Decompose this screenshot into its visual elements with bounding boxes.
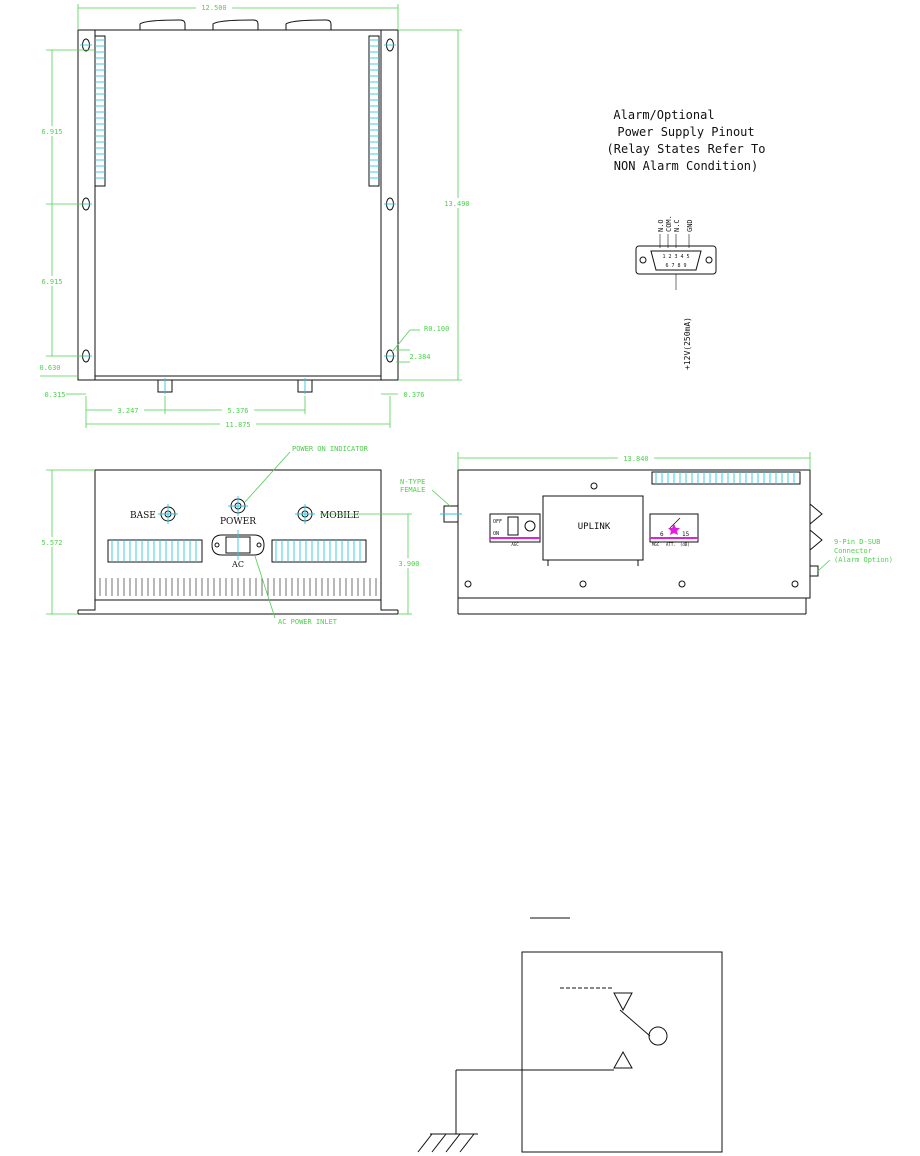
ac-inlet-callout: AC POWER INLET bbox=[278, 618, 338, 626]
no-contact-icon bbox=[613, 992, 633, 1012]
mobile-label: MOBILE bbox=[320, 511, 359, 521]
dim-top-width: 12.500 bbox=[201, 4, 226, 12]
db-label: (dB) bbox=[680, 542, 690, 547]
female-label: FEMALE bbox=[400, 486, 425, 494]
dim-left-edge: 0.315 bbox=[44, 391, 65, 399]
mounting-holes bbox=[80, 38, 396, 363]
side-view-body bbox=[457, 469, 811, 599]
on-label: ON bbox=[493, 531, 499, 537]
mgc-label: MGC bbox=[652, 542, 660, 547]
common-contact-icon bbox=[648, 1026, 668, 1046]
pin-gnd-label: GND bbox=[686, 219, 694, 232]
dim-front-height: 5.572 bbox=[41, 539, 62, 547]
relay-box bbox=[521, 951, 723, 1153]
nc-contact-icon bbox=[613, 1050, 633, 1069]
attenuator-panel: 6 15 MGC ATT. (dB) bbox=[649, 513, 699, 547]
dim-hole-offset: 2.384 bbox=[409, 353, 430, 361]
uplink-module: UPLINK bbox=[542, 482, 644, 566]
dim-height-total: 13.490 bbox=[444, 200, 469, 208]
vent-slots-left bbox=[107, 539, 203, 563]
heatsink-fins-right bbox=[368, 35, 380, 187]
vent-slots-right bbox=[271, 539, 367, 563]
pin-no-label: N.O bbox=[657, 219, 665, 232]
front-view: BASE POWER MOBILE AC POWER ON INDICATOR … bbox=[38, 445, 424, 626]
n-type-label: N-TYPE bbox=[400, 478, 425, 486]
dsub-connector-icon: 1 2 3 4 5 6 7 8 9 bbox=[635, 245, 717, 275]
dsub-top-pins: 1 2 3 4 5 bbox=[662, 254, 689, 260]
pin-nc-label: N.C bbox=[673, 219, 681, 232]
dim-left-upper: 6.915 bbox=[41, 128, 62, 136]
off-label: OFF bbox=[493, 519, 502, 525]
dim-front-inner: 3.900 bbox=[398, 560, 419, 568]
dial-low: 6 bbox=[660, 531, 664, 538]
top-view: 12.500 13.490 6.915 6.915 0.630 0.315 R0… bbox=[38, 3, 474, 429]
agc-label: AGC bbox=[511, 542, 519, 547]
dim-side-width: 13.840 bbox=[623, 455, 648, 463]
dim-radius: R0.100 bbox=[424, 325, 449, 333]
side-view: N-TYPE FEMALE OFF ON AGC UPLINK 6 1 bbox=[400, 452, 893, 615]
pinout-section: Alarm/Optional Power Supply Pinout (Rela… bbox=[607, 108, 766, 370]
power-label: POWER bbox=[220, 517, 256, 527]
power-indicator-callout: POWER ON INDICATOR bbox=[292, 445, 369, 453]
dsub-callout-line3: (Alarm Option) bbox=[834, 556, 893, 564]
base-label: BASE bbox=[130, 511, 156, 521]
heatsink-fins-left bbox=[94, 35, 106, 187]
pinout-title-line4: NON Alarm Condition) bbox=[614, 159, 759, 173]
dsub-callout-line2: Connector bbox=[834, 547, 872, 555]
dim-conn-left: 3.247 bbox=[117, 407, 138, 415]
pin-power-label: +12V(250mA) bbox=[683, 317, 692, 370]
pinout-title-line1: Alarm/Optional bbox=[613, 108, 714, 122]
pin-com-label: COM. bbox=[665, 215, 673, 232]
pinout-title-line3: (Relay States Refer To bbox=[607, 142, 766, 156]
relay-schematic bbox=[417, 917, 723, 1153]
dim-conn-spacing: 5.376 bbox=[227, 407, 248, 415]
dim-base-width: 11.875 bbox=[225, 421, 250, 429]
front-fins bbox=[99, 578, 377, 596]
ac-label: AC bbox=[231, 560, 244, 569]
dim-right-edge: 0.376 bbox=[403, 391, 424, 399]
dim-left-lower: 6.915 bbox=[41, 278, 62, 286]
dim-left-bottom: 0.630 bbox=[39, 364, 60, 372]
att-label: ATT. bbox=[666, 542, 676, 547]
dial-high: 15 bbox=[682, 531, 690, 538]
pinout-title-line2: Power Supply Pinout bbox=[617, 125, 754, 139]
ac-inlet-icon bbox=[211, 530, 265, 560]
agc-switch-panel: OFF ON AGC bbox=[489, 513, 541, 547]
front-view-body bbox=[94, 469, 382, 601]
dsub-callout-line1: 9-Pin D-SUB bbox=[834, 538, 880, 546]
uplink-label: UPLINK bbox=[578, 522, 611, 532]
side-fins bbox=[651, 471, 801, 485]
ground-symbol-icon bbox=[417, 1133, 475, 1153]
dsub-bottom-pins: 6 7 8 9 bbox=[665, 263, 686, 269]
top-view-enclosure bbox=[77, 29, 399, 381]
